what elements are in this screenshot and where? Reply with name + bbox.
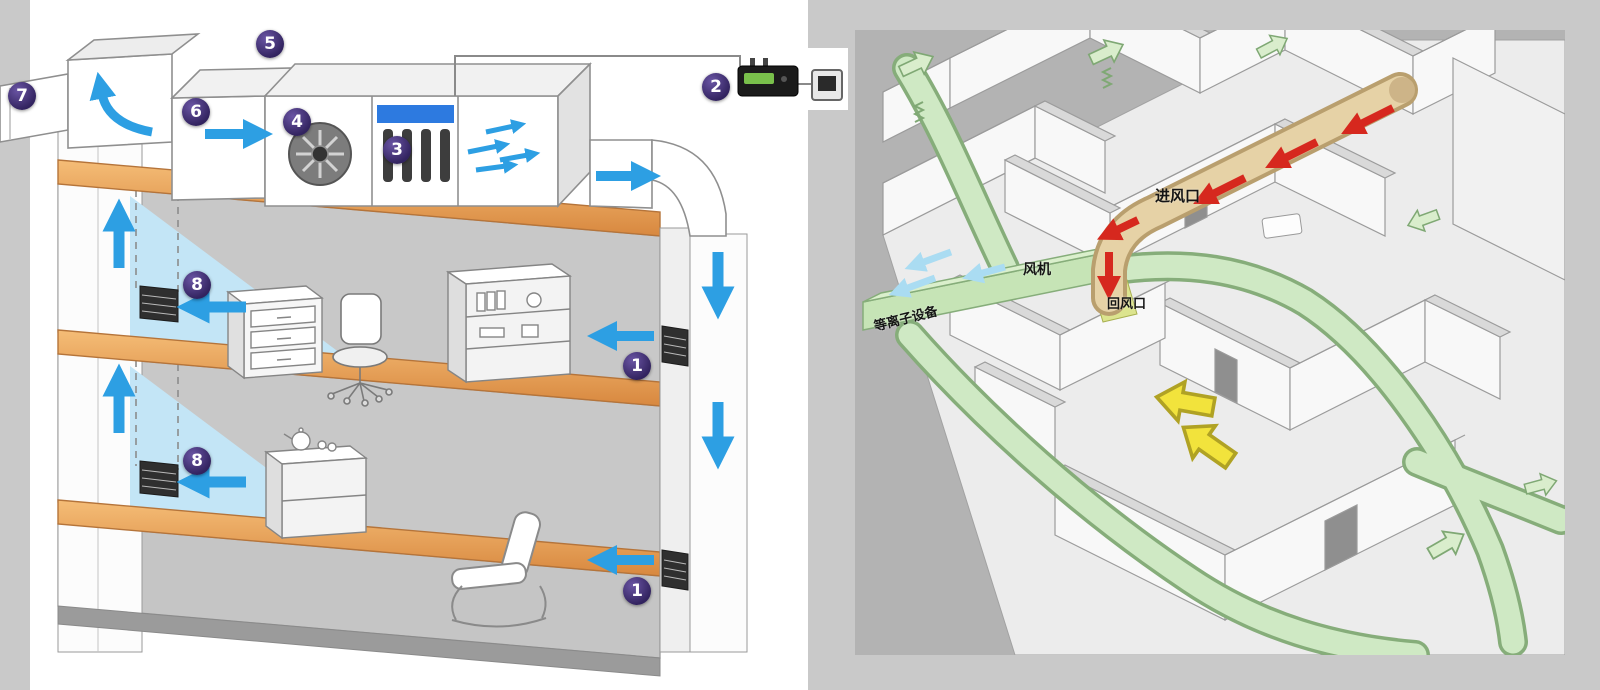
desk <box>226 285 324 380</box>
label-return-air-inlet: 回风口 <box>1107 297 1147 312</box>
ductwork-3d-panel: 进风口 风机 回风口 等离子设备 <box>855 30 1565 655</box>
badge-rooftop-unit: 5 <box>256 30 284 58</box>
office-chair <box>327 293 393 407</box>
door-opening <box>1324 504 1358 571</box>
supply-grille-upper <box>661 325 689 367</box>
badge-return-grille-lower: 8 <box>183 447 211 475</box>
building-base-edge <box>57 605 661 677</box>
badge-return-grille-upper: 8 <box>183 271 211 299</box>
intake-airflow-arrows <box>1096 104 1395 300</box>
badge-supply-grille-upper: 1 <box>623 352 651 380</box>
bookshelf <box>445 263 573 384</box>
fan-icon <box>288 122 352 186</box>
supply-grille-lower <box>661 549 689 591</box>
airflow-arrows <box>89 71 735 575</box>
label-air-inlet: 进风口 <box>1155 187 1201 205</box>
supply-downfeed-duct <box>689 233 748 653</box>
badge-supply-grille-lower: 1 <box>623 577 651 605</box>
clean-air-arrows <box>888 248 1006 298</box>
badge-fan: 4 <box>283 108 311 136</box>
exhaust-elbow <box>67 53 173 149</box>
hidden-duct-dashes <box>135 190 179 470</box>
supply-duct-network <box>892 53 1565 655</box>
return-grille-upper <box>139 285 179 323</box>
badge-exhaust-outlet: 7 <box>8 82 36 110</box>
wall-ac-unit <box>1261 213 1303 239</box>
tea-table <box>264 427 368 540</box>
building-cutaway-panel: 7 5 6 4 3 2 8 8 1 1 <box>0 0 848 690</box>
supply-elbow <box>651 139 727 237</box>
lounge-chair <box>451 511 547 628</box>
badge-filter: 3 <box>383 136 411 164</box>
badge-recirculation-duct: 6 <box>182 98 210 126</box>
building-cutaway-illustration <box>0 0 848 690</box>
intake-duct-opening <box>1389 77 1415 103</box>
ductwork-3d-illustration <box>855 30 1565 655</box>
exhaust-airflow-arrow <box>89 71 153 137</box>
right-tall-wall <box>1452 57 1565 281</box>
return-grille-lower <box>139 460 179 498</box>
label-fan: 风机 <box>1023 262 1051 278</box>
remote-monitor <box>811 69 843 101</box>
flex-duct-coils <box>912 67 1114 123</box>
controller-device <box>737 58 799 97</box>
badge-controller: 2 <box>702 73 730 101</box>
left-riser-shaft <box>57 127 143 653</box>
control-wiring <box>454 55 812 96</box>
door-opening <box>1214 348 1238 404</box>
